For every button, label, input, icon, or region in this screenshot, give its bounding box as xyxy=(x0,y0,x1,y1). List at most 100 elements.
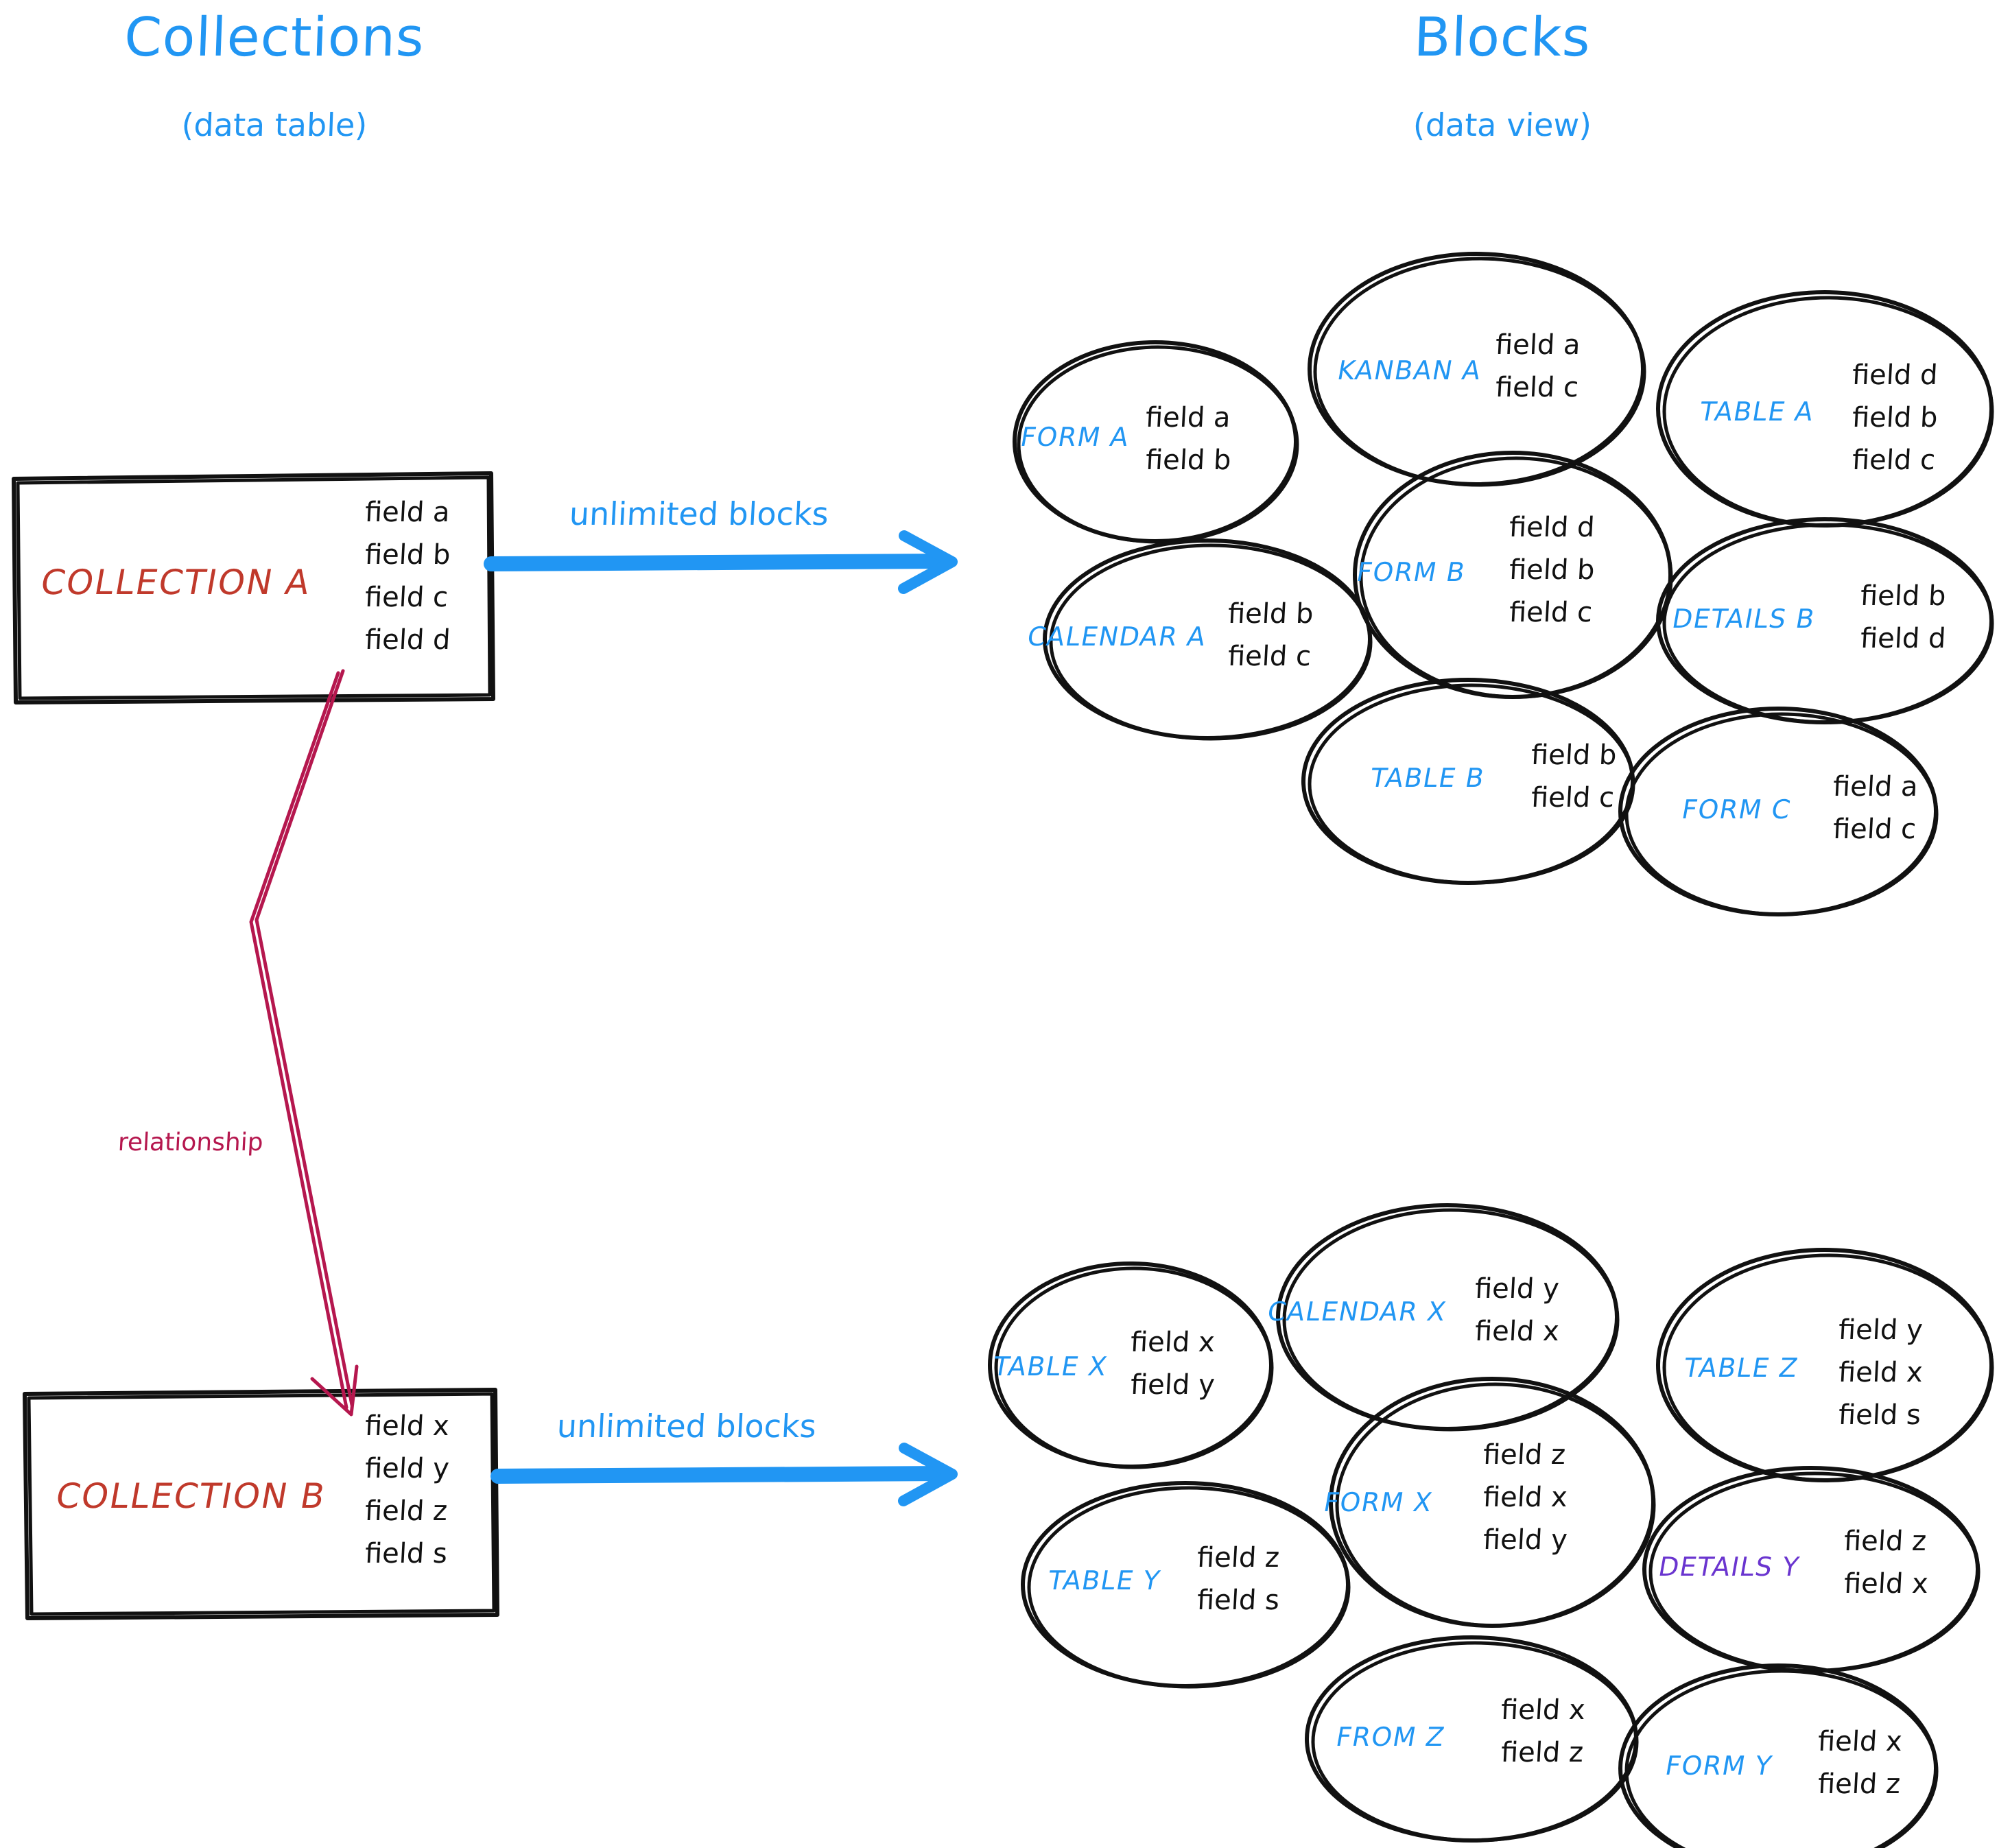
block-fields-details-b: field b field d xyxy=(1859,575,1947,660)
block-label-table-z: TABLE Z xyxy=(1681,1353,1801,1383)
collection-a-field: field a xyxy=(364,497,451,528)
block-field: field x xyxy=(1843,1568,1929,1600)
collections-heading: Collections xyxy=(123,7,426,69)
block-fields-form-x: field z field x field y xyxy=(1482,1434,1568,1561)
block-label-from-z: FROM Z xyxy=(1334,1722,1447,1752)
block-field: field s xyxy=(1837,1399,1922,1431)
block-fields-table-b: field b field c xyxy=(1530,734,1618,819)
collection-a-fields: field a field b field c field d xyxy=(364,491,451,661)
relationship-label: relationship xyxy=(117,1128,264,1157)
block-field: field b xyxy=(1859,580,1947,612)
collection-a-field: field d xyxy=(364,624,451,656)
block-field: field c xyxy=(1530,782,1616,814)
block-fields-form-b: field d field b field c xyxy=(1508,506,1596,634)
block-ellipse-form-c[interactable] xyxy=(1618,707,1939,916)
block-field: field d xyxy=(1851,359,1939,391)
block-label-kanban-a: KANBAN A xyxy=(1335,355,1485,386)
block-field: field z xyxy=(1817,1768,1902,1800)
blocks-group-b xyxy=(988,1203,1994,1848)
block-ellipse-table-x[interactable] xyxy=(988,1261,1274,1469)
block-ellipse-form-b[interactable] xyxy=(1353,451,1673,699)
collections-subheading: (data table) xyxy=(180,106,368,143)
block-fields-form-y: field x field z xyxy=(1817,1720,1903,1805)
block-ellipse-form-a[interactable] xyxy=(1013,340,1299,544)
block-field: field x xyxy=(1837,1357,1924,1388)
block-field: field z xyxy=(1500,1737,1585,1768)
block-field: field a xyxy=(1494,329,1581,361)
block-field: field b xyxy=(1227,598,1314,630)
block-label-calendar-a: CALENDAR A xyxy=(1025,621,1209,652)
block-field: field x xyxy=(1474,1316,1560,1347)
block-label-form-y: FORM Y xyxy=(1663,1751,1775,1781)
block-field: field x xyxy=(1129,1327,1216,1358)
block-fields-table-a: field d field b field c xyxy=(1851,354,1939,482)
block-field: field b xyxy=(1144,445,1232,476)
block-fields-table-x: field x field y xyxy=(1129,1321,1216,1406)
unlimited-blocks-label-a: unlimited blocks xyxy=(568,495,830,532)
block-ellipse-form-x[interactable] xyxy=(1329,1377,1656,1628)
block-field: field c xyxy=(1508,597,1594,628)
unlimited-blocks-arrow-a xyxy=(484,530,958,594)
block-field: field c xyxy=(1227,641,1312,672)
block-field: field c xyxy=(1494,372,1580,403)
block-fields-kanban-a: field a field c xyxy=(1495,324,1581,409)
block-fields-calendar-x: field y field x xyxy=(1474,1268,1560,1353)
block-fields-table-z: field y field x field s xyxy=(1837,1309,1924,1436)
block-ellipse-kanban-a[interactable] xyxy=(1308,252,1646,487)
block-fields-from-z: field x field z xyxy=(1500,1689,1586,1774)
block-label-form-b: FORM B xyxy=(1354,557,1468,587)
unlimited-blocks-label-b: unlimited blocks xyxy=(556,1408,818,1445)
relationship-connector xyxy=(249,669,359,1417)
block-label-table-x: TABLE X xyxy=(991,1351,1111,1382)
block-label-details-y: DETAILS Y xyxy=(1656,1552,1802,1582)
block-field: field z xyxy=(1482,1439,1567,1471)
block-ellipse-form-y[interactable] xyxy=(1618,1663,1939,1848)
collection-b-label: COLLECTION B xyxy=(52,1476,329,1516)
block-field: field x xyxy=(1817,1726,1903,1757)
block-field: field b xyxy=(1851,402,1939,434)
block-field: field d xyxy=(1859,623,1947,654)
block-field: field a xyxy=(1832,771,1919,803)
block-field: field z xyxy=(1843,1526,1928,1557)
block-field: field y xyxy=(1837,1314,1924,1346)
block-field: field b xyxy=(1530,739,1618,771)
block-ellipse-details-y[interactable] xyxy=(1642,1466,1981,1673)
blocks-subheading: (data view) xyxy=(1412,106,1592,143)
block-ellipse-table-z[interactable] xyxy=(1656,1248,1994,1482)
block-label-table-a: TABLE A xyxy=(1697,396,1817,427)
block-label-form-c: FORM C xyxy=(1679,794,1794,825)
block-field: field a xyxy=(1144,402,1231,434)
block-fields-details-y: field z field x xyxy=(1843,1520,1929,1605)
block-field: field z xyxy=(1196,1542,1281,1574)
block-ellipse-calendar-a[interactable] xyxy=(1043,538,1373,741)
block-field: field x xyxy=(1500,1694,1586,1726)
block-ellipse-details-b[interactable] xyxy=(1656,517,1994,724)
block-label-form-x: FORM X xyxy=(1321,1487,1435,1517)
block-label-table-b: TABLE B xyxy=(1368,763,1488,793)
collection-b-field: field x xyxy=(364,1410,450,1442)
collection-a-box[interactable] xyxy=(12,471,495,704)
block-field: field y xyxy=(1482,1524,1568,1556)
collection-b-field: field y xyxy=(364,1453,450,1484)
block-ellipse-table-y[interactable] xyxy=(1021,1481,1351,1689)
block-field: field c xyxy=(1851,445,1937,476)
collection-a-field: field c xyxy=(364,582,449,613)
block-field: field y xyxy=(1474,1273,1560,1305)
blocks-heading: Blocks xyxy=(1412,7,1592,69)
block-field: field b xyxy=(1508,554,1596,586)
block-fields-form-a: field a field b xyxy=(1144,396,1232,482)
collection-b-box[interactable] xyxy=(23,1388,499,1620)
block-ellipse-calendar-x[interactable] xyxy=(1276,1203,1620,1432)
block-label-form-a: FORM A xyxy=(1018,422,1132,452)
blocks-group-a xyxy=(1013,252,1994,916)
block-label-details-b: DETAILS B xyxy=(1670,604,1818,634)
block-field: field y xyxy=(1129,1369,1216,1401)
block-field: field c xyxy=(1832,814,1917,845)
collection-b-field: field s xyxy=(364,1538,449,1569)
block-label-table-y: TABLE Y xyxy=(1045,1565,1163,1596)
block-field: field s xyxy=(1196,1585,1281,1616)
unlimited-blocks-arrow-b xyxy=(490,1443,958,1506)
block-fields-form-c: field a field c xyxy=(1832,766,1919,851)
collection-a-label: COLLECTION A xyxy=(37,562,314,602)
